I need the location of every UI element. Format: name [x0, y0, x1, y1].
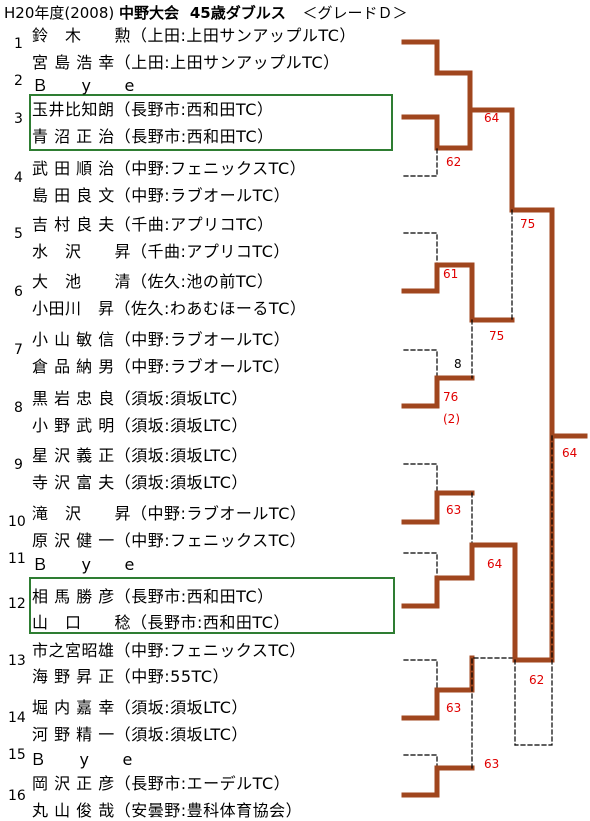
bracket-line-winner: [401, 114, 473, 151]
player-name: 星 沢 義 正（須坂:須坂LTC）: [32, 446, 248, 465]
score-label: 76: [443, 390, 458, 404]
score-label: 8: [454, 357, 462, 371]
player-name: 水 沢 昇（千曲:アプリコTC）: [32, 242, 290, 261]
player-name: 河 野 精 一（須坂:須坂LTC）: [32, 725, 248, 744]
entry-number: 13: [8, 653, 26, 669]
bracket-line-loser: [403, 147, 438, 177]
score-label: 64: [487, 557, 502, 571]
bracket-line-winner: [401, 39, 473, 76]
entry-number: 9: [14, 457, 23, 473]
player-name: 倉 品 納 男（中野:ラブオールTC）: [32, 357, 291, 376]
bye-label: Ｂ y e: [32, 76, 135, 95]
bye-label: Ｂ y e: [32, 555, 135, 574]
player-name: 堀 内 嘉 幸（須坂:須坂LTC）: [32, 698, 248, 717]
score-label: 64: [484, 111, 499, 125]
player-name: 市之宮昭雄（中野:フェニックスTC）: [32, 641, 306, 660]
player-name: 武 田 順 治（中野:フェニックスTC）: [32, 159, 307, 178]
entry-number: 14: [8, 710, 26, 726]
entry-number: 16: [8, 788, 26, 804]
score-label: 63: [446, 701, 461, 715]
player-name: 青 沼 正 治（長野市:西和田TC）: [32, 127, 274, 146]
player-name: 小 野 武 明（須坂:須坂LTC）: [32, 416, 248, 435]
page-title: H20年度(2008) 中野大会 45歳ダブルス ＜グレードＤ＞: [4, 2, 408, 23]
bracket-line-loser: [403, 463, 438, 494]
player-name: 宮 島 浩 幸（上田:上田サンアップルTC）: [32, 53, 340, 72]
bracket-line-winner: [401, 490, 475, 525]
player-name: 岡 沢 正 彦（長野市:エーデルTC）: [32, 774, 291, 793]
title-category: 45歳ダブルス: [189, 4, 286, 22]
entry-number: 10: [8, 514, 26, 530]
score-label: 64: [562, 446, 577, 460]
bracket-line-winner: [401, 765, 475, 798]
bracket-line-winner: [469, 542, 518, 581]
player-name: 黒 岩 忠 良（須坂:須坂LTC）: [32, 389, 248, 408]
bracket-line-loser: [403, 552, 438, 579]
player-name: 鈴 木 勲（上田:上田サンアップルTC）: [32, 26, 356, 45]
player-name: 大 池 清（佐久:池の前TC）: [32, 272, 274, 291]
bracket-line-loser: [514, 435, 553, 746]
seed-box-12: [29, 577, 395, 634]
score-label: 62: [446, 155, 461, 169]
entry-number: 12: [8, 596, 26, 612]
score-label: (2): [443, 412, 460, 426]
player-name: 寺 沢 富 夫（須坂:須坂LTC）: [32, 473, 248, 492]
entry-number: 8: [14, 400, 23, 416]
player-name: 山 口 稔（長野市:西和田TC）: [32, 613, 290, 632]
bracket-line-winner: [401, 687, 475, 721]
bracket-line-loser: [403, 232, 438, 266]
entry-number: 7: [14, 342, 23, 358]
player-name: 玉井比知朗（長野市:西和田TC）: [32, 100, 274, 119]
seed-box-3: [29, 94, 393, 151]
player-name: 島 田 良 文（中野:ラブオールTC）: [32, 186, 291, 205]
player-name: 相 馬 勝 彦（長野市:西和田TC）: [32, 587, 274, 606]
score-label: 75: [520, 217, 535, 231]
score-label: 63: [484, 757, 499, 771]
player-name: 原 沢 健 一（中野:フェニックスTC）: [32, 531, 307, 550]
bracket-line-winner: [469, 262, 515, 323]
player-name: 小 山 敏 信（中野:ラブオールTC）: [32, 330, 291, 349]
bracket-line-winner: [512, 542, 555, 663]
entry-number: 1: [14, 36, 23, 52]
bracket-line-loser: [403, 659, 438, 691]
bracket-line-winner: [401, 575, 475, 609]
player-name: 吉 村 良 夫（千曲:アプリコTC）: [32, 215, 274, 234]
score-label: 75: [489, 329, 504, 343]
title-grade: ＜グレードＤ＞: [302, 4, 408, 22]
bracket-line-loser: [471, 657, 516, 769]
entry-number: 6: [14, 284, 23, 300]
bracket-line-winner: [401, 262, 475, 294]
player-name: 海 野 昇 正（中野:55TC）: [32, 667, 230, 686]
player-name: 丸 山 俊 哉（安曇野:豊科体育協会）: [32, 801, 303, 820]
title-event: 中野大会: [119, 4, 180, 22]
entry-number: 15: [8, 747, 26, 763]
bracket-line-winner: [509, 107, 555, 439]
entry-number: 11: [8, 551, 26, 567]
score-label: 61: [443, 267, 458, 281]
score-label: 62: [529, 673, 544, 687]
bracket-line-loser: [403, 349, 438, 379]
entry-number: 2: [14, 73, 23, 89]
bye-label: Ｂ y e: [30, 750, 133, 769]
player-name: 小田川 昇（佐久:わあむほーるTC）: [32, 299, 307, 318]
player-name: 滝 沢 昇（中野:ラブオールTC）: [32, 504, 307, 523]
title-year: H20年度(2008): [4, 4, 115, 22]
entry-number: 4: [14, 170, 23, 186]
score-label: 63: [446, 503, 461, 517]
entry-number: 3: [14, 111, 23, 127]
bracket-line-loser: [403, 754, 438, 769]
bracket-line-winner: [401, 375, 475, 409]
entry-number: 5: [14, 226, 23, 242]
